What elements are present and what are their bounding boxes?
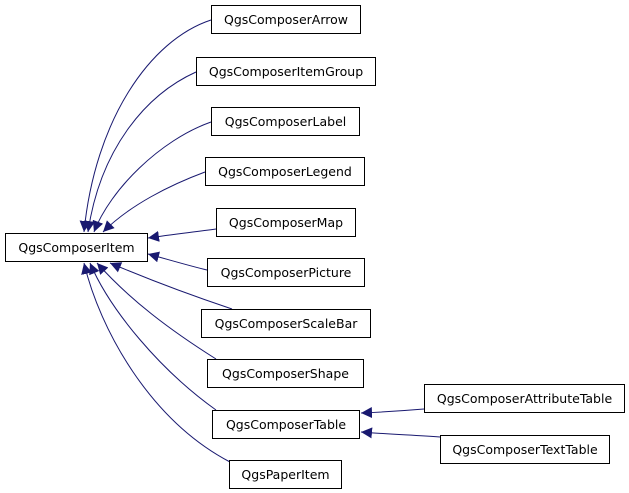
node-label: QgsComposerLegend bbox=[218, 164, 352, 179]
inheritance-edge-paper-to-item bbox=[81, 262, 231, 463]
node-qgs-composer-shape[interactable]: QgsComposerShape bbox=[207, 359, 364, 388]
node-label: QgsPaperItem bbox=[241, 467, 330, 482]
node-qgs-composer-attribute-table[interactable]: QgsComposerAttributeTable bbox=[424, 384, 625, 413]
node-qgs-composer-picture[interactable]: QgsComposerPicture bbox=[207, 258, 365, 287]
inheritance-edge-picture-to-item bbox=[147, 251, 208, 271]
node-label: QgsComposerTextTable bbox=[452, 442, 598, 457]
node-qgs-composer-arrow[interactable]: QgsComposerArrow bbox=[211, 5, 361, 34]
node-label: QgsComposerArrow bbox=[224, 12, 348, 27]
inheritance-edge-group-to-item bbox=[84, 71, 197, 233]
inheritance-edge-shape-to-item bbox=[96, 262, 217, 360]
node-qgs-composer-legend[interactable]: QgsComposerLegend bbox=[205, 157, 365, 186]
node-qgs-composer-label[interactable]: QgsComposerLabel bbox=[211, 107, 360, 136]
node-label: QgsComposerItemGroup bbox=[208, 64, 364, 79]
inheritance-edge-label-to-item bbox=[92, 121, 212, 233]
node-qgs-composer-item[interactable]: QgsComposerItem bbox=[5, 233, 148, 262]
inheritance-edge-arrow-to-item bbox=[79, 19, 212, 233]
node-label: QgsComposerShape bbox=[222, 366, 349, 381]
node-qgs-paper-item[interactable]: QgsPaperItem bbox=[229, 460, 342, 489]
node-qgs-composer-text-table[interactable]: QgsComposerTextTable bbox=[440, 435, 610, 464]
inheritance-edge-map-to-item bbox=[147, 228, 217, 242]
node-qgs-composer-table[interactable]: QgsComposerTable bbox=[212, 410, 360, 439]
node-label: QgsComposerItem bbox=[18, 240, 135, 255]
node-label: QgsComposerAttributeTable bbox=[436, 391, 613, 406]
node-qgs-composer-scale-bar[interactable]: QgsComposerScaleBar bbox=[201, 309, 371, 338]
node-qgs-composer-item-group[interactable]: QgsComposerItemGroup bbox=[196, 57, 376, 86]
node-qgs-composer-map[interactable]: QgsComposerMap bbox=[216, 208, 356, 237]
node-label: QgsComposerLabel bbox=[224, 114, 347, 129]
inheritance-edge-texttable-to-table bbox=[360, 427, 441, 439]
inheritance-edge-scalebar-to-item bbox=[109, 262, 233, 310]
inheritance-edge-legend-to-item bbox=[102, 171, 206, 233]
node-label: QgsComposerTable bbox=[225, 417, 347, 432]
node-label: QgsComposerMap bbox=[228, 215, 344, 230]
inheritance-edge-table-to-item bbox=[89, 262, 217, 411]
node-label: QgsComposerScaleBar bbox=[214, 316, 358, 331]
inheritance-edge-attrtable-to-table bbox=[360, 407, 425, 419]
node-label: QgsComposerPicture bbox=[220, 265, 352, 280]
